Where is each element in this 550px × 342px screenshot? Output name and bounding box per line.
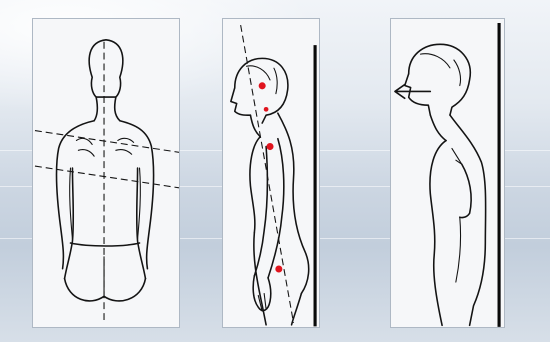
left-torso <box>65 168 74 278</box>
hair-detail <box>247 66 278 94</box>
posture-side-view-panel <box>222 18 320 328</box>
waist-line <box>70 243 139 246</box>
shoulder-blade-left <box>76 138 94 156</box>
back-line <box>450 115 486 325</box>
sleeve <box>460 164 471 217</box>
neck-indicator <box>452 148 462 164</box>
buttocks-outline <box>65 279 146 301</box>
chest-front <box>430 141 446 255</box>
shoulder-marker <box>266 143 273 150</box>
torso-front <box>434 255 442 326</box>
hair-detail <box>420 54 460 86</box>
posture-forward-head-panel <box>390 18 505 328</box>
chest-front <box>250 137 260 233</box>
face-profile <box>231 88 251 115</box>
upper-tilt-line <box>35 131 179 153</box>
neck-marker <box>264 107 269 112</box>
posture-forward-head-icon <box>391 19 504 327</box>
posture-side-view-icon <box>223 19 319 327</box>
hip-marker <box>275 265 282 272</box>
neck-right <box>115 97 120 121</box>
arm-outer <box>268 139 284 278</box>
plumb-line <box>241 25 294 323</box>
left-shoulder-arm <box>56 121 94 269</box>
ear-marker <box>259 82 266 89</box>
posture-back-view-icon <box>33 19 179 327</box>
arm-inner <box>456 217 461 282</box>
head-outline <box>89 40 123 97</box>
face-profile <box>405 74 431 115</box>
right-torso <box>137 168 146 278</box>
posture-back-view-panel <box>32 18 180 328</box>
rear-leg <box>292 293 302 324</box>
shoulder-blade-right <box>116 138 134 154</box>
head-profile <box>235 58 288 123</box>
neck-left <box>94 97 97 121</box>
neck-front <box>430 115 446 141</box>
